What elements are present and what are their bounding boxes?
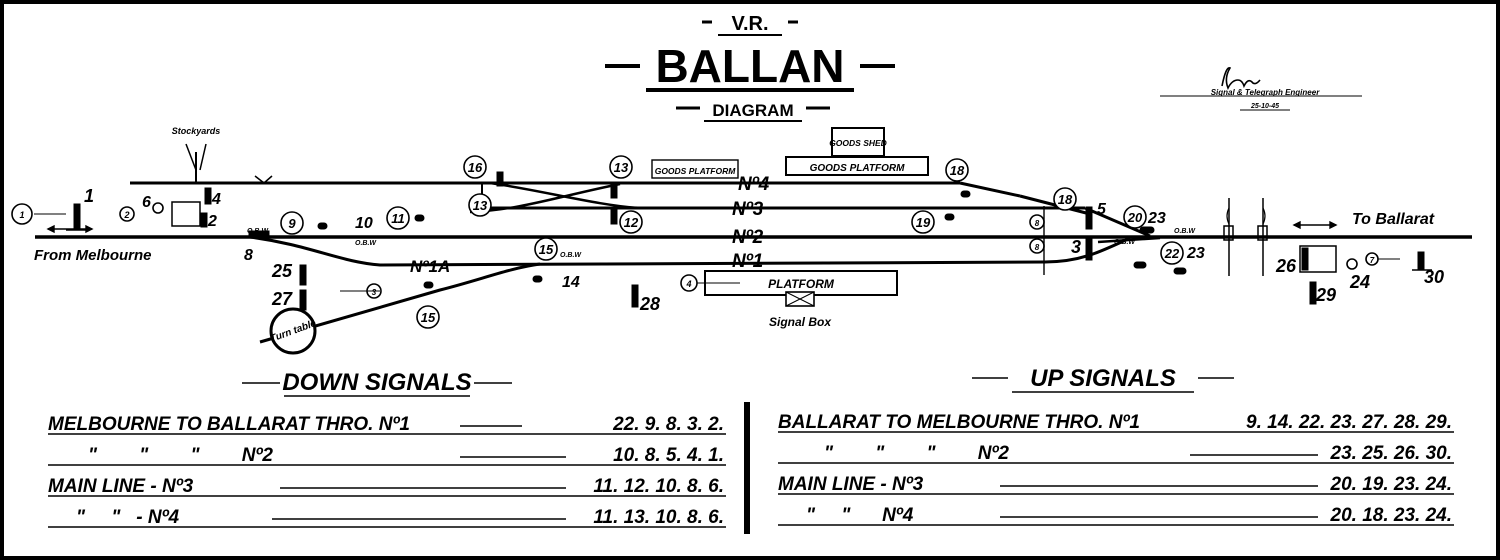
up-row-3-route: MAIN LINE - Nº3 xyxy=(778,474,924,495)
signal-6: 6 xyxy=(142,194,151,211)
header: V.R. BALLAN DIAGRAM xyxy=(605,13,895,122)
from-melbourne-label: From Melbourne xyxy=(34,247,152,264)
down-row-4-route: " " - Nº4 xyxy=(76,507,180,528)
obw-label-1: O.B.W xyxy=(247,228,269,235)
turntable xyxy=(269,307,317,355)
down-row-2-route: " " " Nº2 xyxy=(88,445,273,466)
signal-12: 12 xyxy=(624,215,639,230)
railway-title: V.R. xyxy=(731,13,768,35)
signal-2: 2 xyxy=(207,213,217,230)
obw-label-4: O.B.W xyxy=(1114,239,1136,246)
up-row-1-values: 9. 14. 22. 23. 27. 28. 29. xyxy=(1246,412,1452,433)
signal-19: 19 xyxy=(916,215,931,230)
road-1a-label: Nº1A xyxy=(410,257,450,276)
direction-arrows xyxy=(34,206,1400,292)
track-road-1a xyxy=(259,262,541,344)
signal-circle-7: 7 xyxy=(1370,256,1375,265)
signal-4: 4 xyxy=(211,191,221,208)
diagram-subtitle: DIAGRAM xyxy=(712,101,793,120)
road-1-label: Nº1 xyxy=(732,251,763,272)
signal-circle-4: 4 xyxy=(685,279,691,289)
signal-27: 27 xyxy=(271,289,293,309)
signal-22: 22 xyxy=(1164,246,1180,261)
to-ballarat-label: To Ballarat xyxy=(1352,211,1435,228)
road-4-label: Nº4 xyxy=(738,174,770,195)
signal-18: 18 xyxy=(950,163,965,178)
station-title: BALLAN xyxy=(655,40,844,92)
engineer-date: 25-10-45 xyxy=(1250,103,1279,110)
signal-box-label: Signal Box xyxy=(769,315,832,329)
main-platform-label: PLATFORM xyxy=(768,277,835,291)
signal-markers xyxy=(66,171,1432,311)
goods-shed-label: GOODS SHED xyxy=(829,138,887,148)
up-row-3-values: 20. 19. 23. 24. xyxy=(1330,474,1453,495)
obw-label-2: O.B.W xyxy=(355,240,377,247)
signal-25: 25 xyxy=(271,261,293,281)
signal-26: 26 xyxy=(1275,256,1297,276)
signal-11: 11 xyxy=(391,211,405,226)
signal-15b: 15 xyxy=(421,310,436,325)
engineer-signature: Signal & Telegraph Engineer 25-10-45 xyxy=(1160,67,1362,111)
down-row-1-values: 22. 9. 8. 3. 2. xyxy=(612,414,724,435)
signal-23: 23 xyxy=(1147,210,1166,227)
stockyards-label: Stockyards xyxy=(172,126,221,136)
signal-29: 29 xyxy=(1315,285,1336,305)
up-row-1-route: BALLARAT TO MELBOURNE THRO. Nº1 xyxy=(778,412,1140,433)
down-row-1-route: MELBOURNE TO BALLARAT THRO. Nº1 xyxy=(48,414,410,435)
goods-shed xyxy=(831,127,885,157)
signal-15: 15 xyxy=(539,242,554,257)
signal-circles xyxy=(11,155,1379,329)
goods-platform-left-label: GOODS PLATFORM xyxy=(655,166,737,176)
signal-circle-2: 2 xyxy=(123,210,129,220)
goods-platform-right xyxy=(785,156,929,176)
signal-30: 30 xyxy=(1424,267,1444,287)
signal-16: 16 xyxy=(468,160,483,175)
signal-5: 5 xyxy=(1097,201,1107,218)
signal-circle-3: 3 xyxy=(372,288,377,297)
signal-3: 3 xyxy=(1071,237,1081,257)
signal-circle-1: 1 xyxy=(19,210,24,220)
up-row-4-route: " " Nº4 xyxy=(806,505,914,526)
down-row-2-values: 10. 8. 5. 4. 1. xyxy=(613,445,724,466)
signal-24: 24 xyxy=(1349,272,1370,292)
up-signals-heading: UP SIGNALS xyxy=(1030,365,1176,392)
down-row-3-route: MAIN LINE - Nº3 xyxy=(48,476,194,497)
up-row-2-values: 23. 25. 26. 30. xyxy=(1330,443,1453,464)
goods-platform-left xyxy=(651,159,739,179)
track-road-1 xyxy=(249,235,1131,267)
tracks xyxy=(35,143,1472,344)
signal-14: 14 xyxy=(562,274,580,291)
signal-10: 10 xyxy=(355,215,373,232)
up-signals-table: UP SIGNALS BALLARAT TO MELBOURNE THRO. N… xyxy=(778,365,1454,526)
up-row-2-route: " " " Nº2 xyxy=(824,443,1009,464)
down-row-4-values: 11. 13. 10. 8. 6. xyxy=(593,507,724,528)
signal-28: 28 xyxy=(639,294,660,314)
down-signals-heading: DOWN SIGNALS xyxy=(282,369,471,396)
signal-circle-8b: 8 xyxy=(1035,243,1040,252)
signal-9: 9 xyxy=(288,216,296,231)
engineer-title: Signal & Telegraph Engineer xyxy=(1211,88,1321,97)
table-divider xyxy=(744,402,750,534)
place-labels: Stockyards From Melbourne To Ballarat Nº… xyxy=(34,126,1435,276)
down-signals-table: DOWN SIGNALS MELBOURNE TO BALLARAT THRO.… xyxy=(48,369,726,528)
signal-20: 20 xyxy=(1127,210,1143,225)
signal-13: 13 xyxy=(614,160,629,175)
signal-1: 1 xyxy=(84,186,94,206)
obw-label-3: O.B.W xyxy=(560,252,582,259)
signature xyxy=(1221,67,1261,90)
goods-platform-right-label: GOODS PLATFORM xyxy=(810,163,905,174)
up-row-4-values: 20. 18. 23. 24. xyxy=(1330,505,1453,526)
signal-23b: 23 xyxy=(1186,245,1205,262)
down-row-3-values: 11. 12. 10. 8. 6. xyxy=(593,476,724,497)
road-3-label: Nº3 xyxy=(732,199,764,220)
signal-18b: 18 xyxy=(1058,192,1073,207)
obw-label-5: O.B.W xyxy=(1174,228,1196,235)
signal-13b: 13 xyxy=(473,198,488,213)
road-2-label: Nº2 xyxy=(732,227,764,248)
signal-8: 8 xyxy=(244,247,253,264)
signal-circle-8a: 8 xyxy=(1035,219,1040,228)
signal-numbers: 1 1 2 6 4 2 8 9 10 11 16 13 13 12 15 14 … xyxy=(19,160,1444,325)
